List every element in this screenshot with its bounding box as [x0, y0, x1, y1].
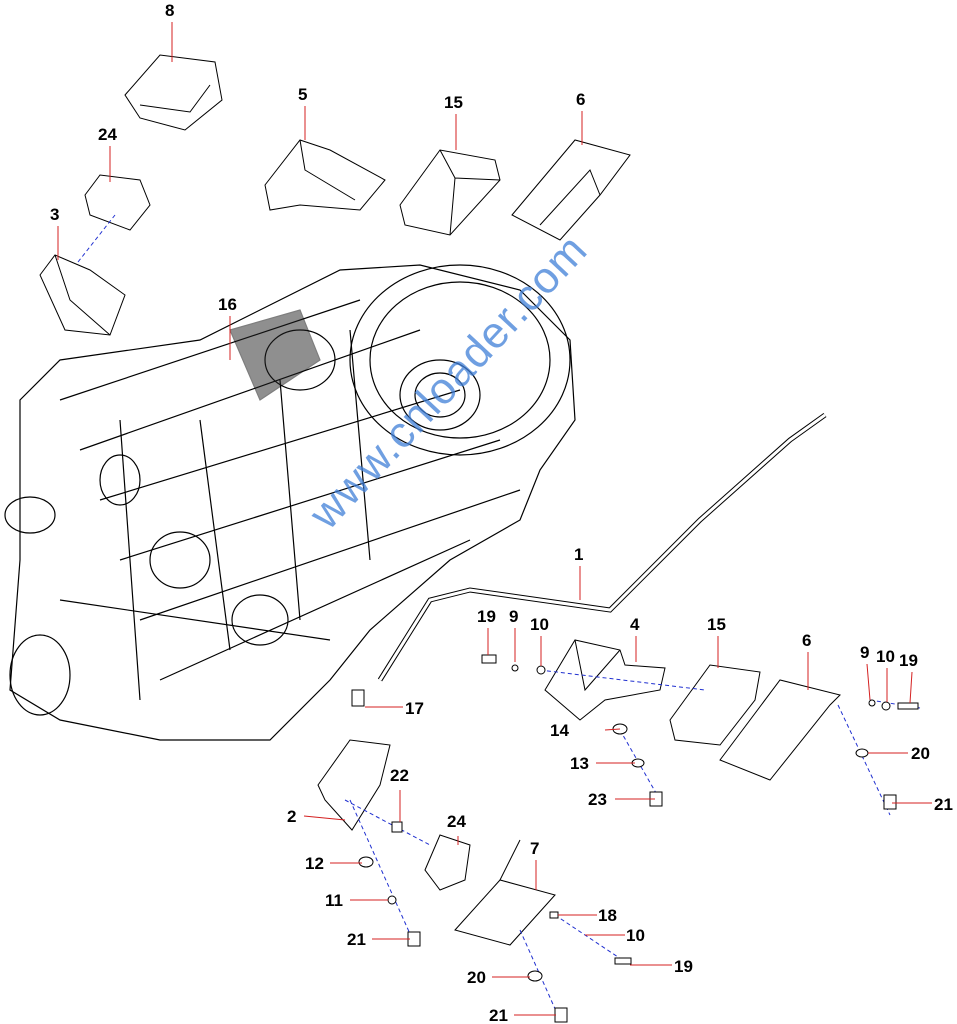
bracket-6-top: [511, 139, 631, 241]
callout-16: 16: [218, 295, 237, 314]
plate-7: [454, 839, 556, 946]
callout-3: 3: [50, 205, 60, 224]
callout-17: 17: [405, 699, 424, 718]
mount-24-bottom: [424, 834, 471, 891]
callout-19b: 19: [899, 651, 918, 670]
callout-24b: 24: [447, 812, 466, 831]
callout-11: 11: [325, 891, 343, 910]
axis-line: [77, 214, 116, 263]
callout-14: 14: [550, 721, 569, 740]
callout-20b: 20: [467, 968, 486, 987]
callout-9: 9: [509, 607, 519, 626]
mount-4: [544, 639, 666, 721]
callout-23: 23: [588, 790, 607, 809]
callout-10c: 10: [626, 926, 645, 945]
callout-12: 12: [305, 854, 324, 873]
callout-22: 22: [390, 766, 409, 785]
callout-15b: 15: [707, 615, 726, 634]
callout-15: 15: [444, 93, 463, 112]
callout-6b: 6: [802, 631, 812, 650]
bracket-2: [317, 739, 391, 831]
callout-21: 21: [934, 795, 953, 814]
callout-7: 7: [530, 839, 540, 858]
leader-lines: [57, 22, 932, 1016]
callout-19c: 19: [674, 957, 693, 976]
callout-21b: 21: [347, 930, 366, 949]
bracket-6-bottom: [719, 679, 841, 781]
callout-18: 18: [598, 906, 617, 925]
bracket-8: [124, 54, 223, 131]
callout-24: 24: [98, 125, 117, 144]
engine-assembly: [4, 264, 576, 741]
callout-5: 5: [298, 85, 308, 104]
callout-10: 10: [530, 615, 549, 634]
callout-13: 13: [570, 754, 589, 773]
block-15-bottom: [669, 664, 761, 746]
callout-1: 1: [574, 545, 584, 564]
fasteners: [351, 654, 919, 1023]
callout-8: 8: [165, 1, 175, 20]
bracket-5: [264, 139, 386, 211]
callout-10b: 10: [876, 647, 895, 666]
callout-21c: 21: [489, 1006, 508, 1024]
callout-20: 20: [911, 744, 930, 763]
callout-9b: 9: [860, 643, 870, 662]
callout-19: 19: [477, 607, 496, 626]
bracket-3: [39, 254, 126, 336]
block-15-top: [399, 149, 501, 236]
axis-lines: [344, 669, 921, 1021]
callout-2: 2: [287, 807, 297, 826]
callout-4: 4: [630, 615, 640, 634]
mount-24-top: [84, 174, 151, 231]
callout-6: 6: [576, 90, 586, 109]
